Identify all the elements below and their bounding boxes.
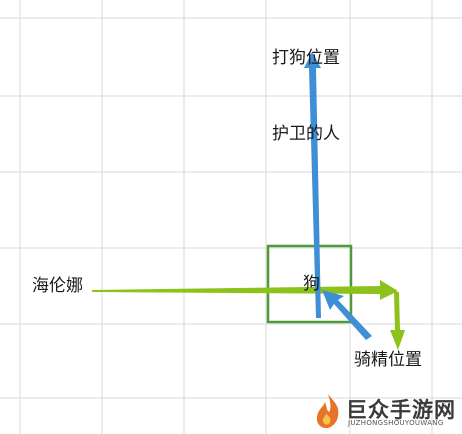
green-vertical-arrow: [390, 292, 405, 350]
flame-logo-icon: [316, 394, 339, 429]
label-dog: 狗: [303, 274, 320, 294]
label-guards: 护卫的人: [272, 124, 340, 144]
dog-box: [266, 244, 353, 324]
label-helena: 海伦娜: [32, 276, 83, 296]
blue-vertical-arrow: [304, 52, 321, 318]
green-horizontal-arrow: [92, 280, 398, 300]
blue-diagonal-arrow: [322, 290, 372, 340]
label-rider: 骑精位置: [354, 350, 422, 370]
label-dog-target: 打狗位置: [272, 48, 340, 68]
watermark-subtitle: JUZHONGSHOUYOUWANG: [348, 419, 444, 427]
watermark-title: 巨众手游网: [346, 398, 456, 422]
watermark: 巨众手游网 JUZHONGSHOUYOUWANG: [308, 392, 458, 432]
